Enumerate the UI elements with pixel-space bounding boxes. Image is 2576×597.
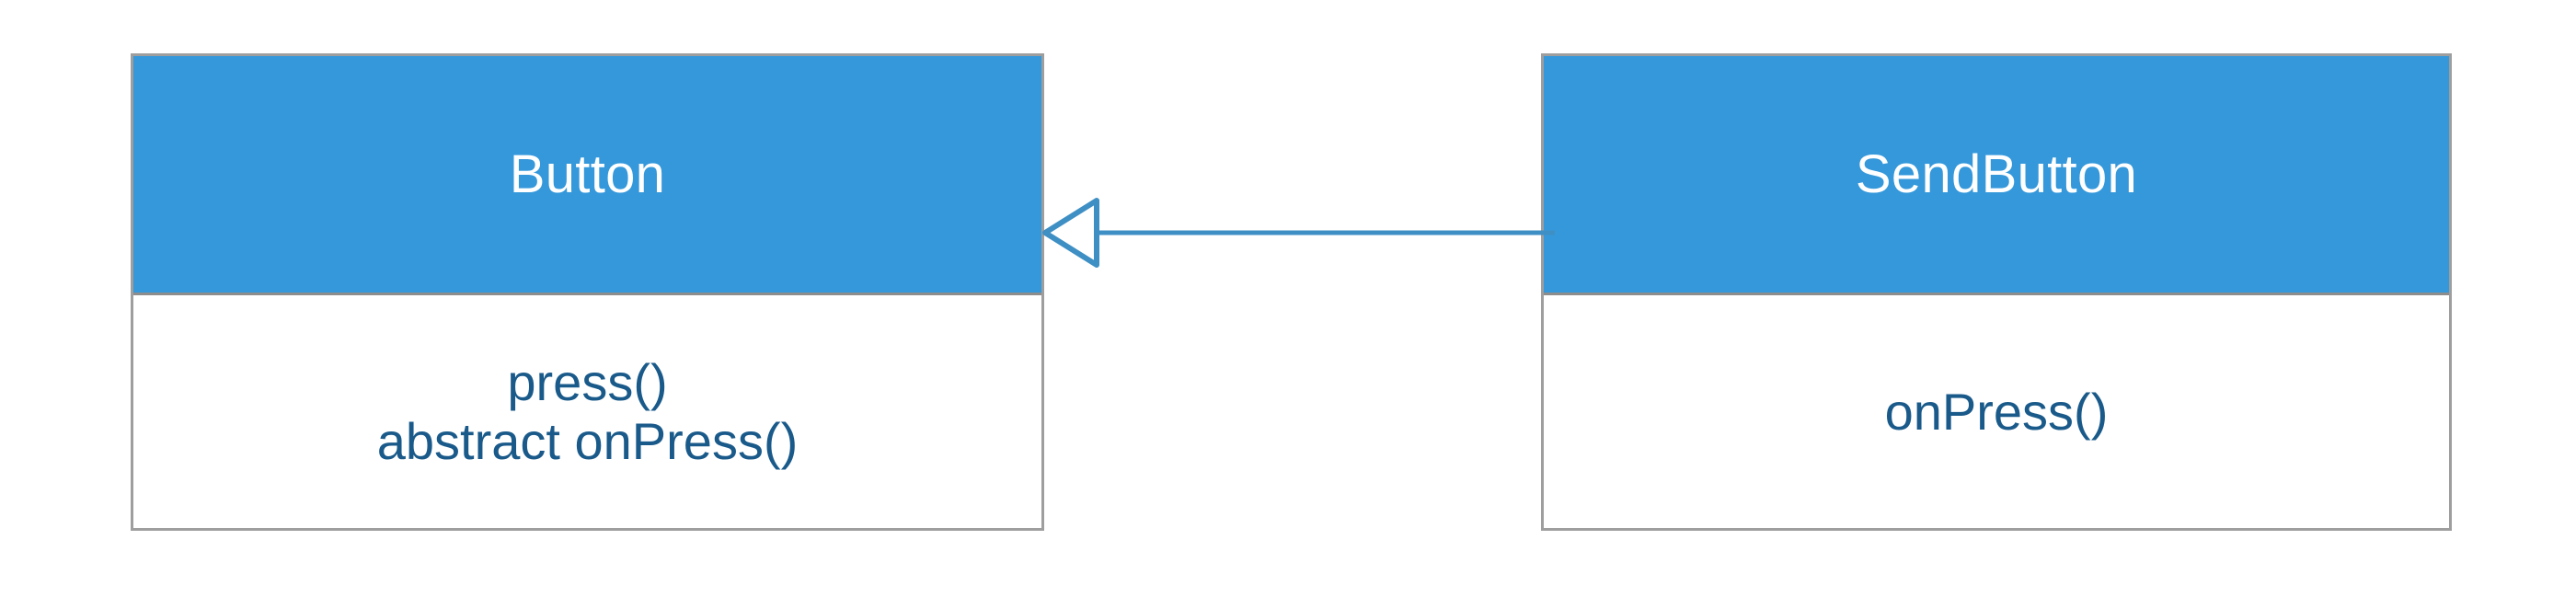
uml-class-button-name: Button: [509, 144, 666, 204]
uml-member-abstract-onpress: abstract onPress(): [376, 411, 799, 470]
uml-member-press: press(): [507, 353, 668, 412]
uml-class-sendbutton-name: SendButton: [1855, 144, 2138, 204]
uml-class-sendbutton-members: onPress(): [1544, 295, 2449, 528]
hollow-triangle-arrowhead-icon: [1042, 198, 1099, 268]
generalization-connector[interactable]: [1030, 175, 1555, 294]
uml-class-button-header[interactable]: Button: [133, 56, 1041, 295]
uml-class-button[interactable]: Button press() abstract onPress(): [131, 53, 1044, 531]
uml-class-button-members: press() abstract onPress(): [133, 295, 1041, 528]
uml-class-sendbutton[interactable]: SendButton onPress(): [1541, 53, 2452, 531]
uml-class-sendbutton-header[interactable]: SendButton: [1544, 56, 2449, 295]
uml-member-onpress: onPress(): [1884, 382, 2109, 441]
